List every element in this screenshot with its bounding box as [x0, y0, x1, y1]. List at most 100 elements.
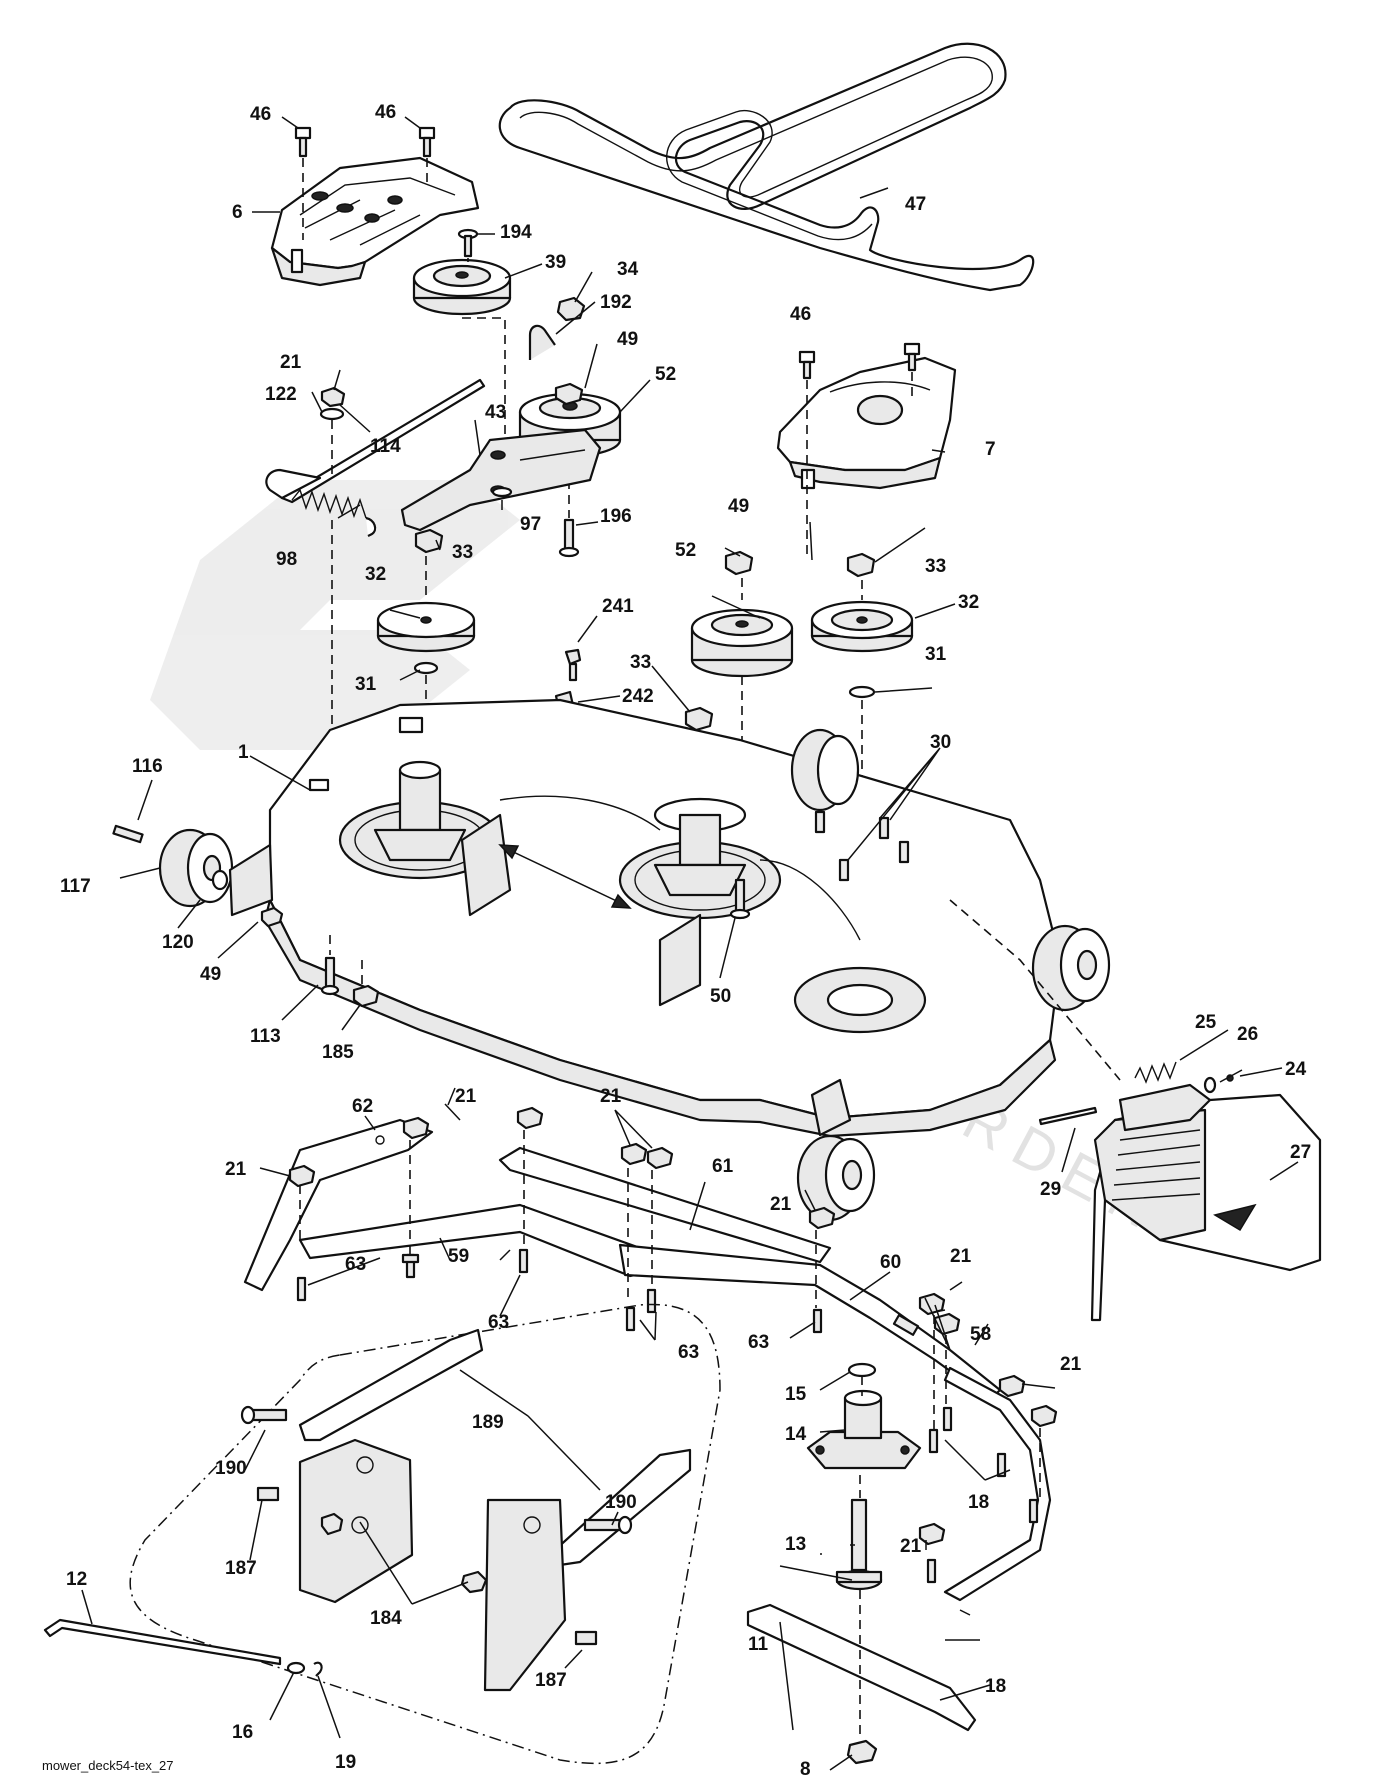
callout-8: 8: [800, 1759, 811, 1780]
callout-187-b: 187: [535, 1670, 567, 1691]
bolt-113: [320, 956, 340, 996]
nut-49-center: [724, 550, 754, 576]
lift-linkage-inset: [129, 1303, 721, 1765]
callout-46-b: 46: [375, 102, 396, 123]
bolt-241: [564, 648, 582, 682]
link-58: [943, 1366, 1052, 1602]
gauge-wheel-117: [158, 828, 234, 908]
discharge-chute-27: [1090, 1093, 1322, 1322]
callout-16: 16: [232, 1722, 253, 1743]
callout-242: 242: [622, 686, 654, 707]
callout-97: 97: [520, 514, 541, 535]
callout-194: 194: [500, 222, 532, 243]
nuts-21-links: [288, 1106, 1058, 1546]
washer-15: [847, 1362, 877, 1378]
callout-33-center: 33: [630, 652, 651, 673]
callout-52-upper: 52: [655, 364, 676, 385]
callout-21-b: 21: [455, 1086, 477, 1107]
callout-27: 27: [1290, 1142, 1311, 1163]
nut-49-wheel: [260, 906, 284, 928]
callout-114: 114: [370, 436, 401, 457]
gauge-wheel-front: [796, 1134, 876, 1222]
callout-32-right: 32: [958, 592, 979, 613]
callout-63-b: 63: [488, 1312, 509, 1333]
bolt-50: [729, 878, 751, 920]
pulley-cover-right: [776, 356, 957, 490]
pin-29: [1038, 1106, 1098, 1126]
callout-184: 184: [370, 1608, 402, 1629]
callout-11: 11: [748, 1634, 769, 1655]
washer-122: [319, 407, 345, 421]
bracket-192: [528, 324, 556, 360]
bolt-8: [846, 1739, 878, 1765]
nut-49-upper: [554, 382, 584, 406]
spindle-shaft-13: [835, 1498, 883, 1591]
callout-1: 1: [238, 742, 249, 763]
mower-deck-1: [263, 698, 1062, 1138]
callout-18-b: 18: [985, 1676, 1006, 1697]
bolt-194: [457, 228, 479, 258]
callout-192: 192: [600, 292, 632, 313]
callout-31-left: 31: [355, 674, 377, 695]
callout-117: 117: [60, 876, 91, 897]
callout-50: 50: [710, 986, 731, 1007]
callout-15: 15: [785, 1384, 807, 1405]
callout-58: 58: [970, 1324, 991, 1345]
drive-belt: [498, 42, 1035, 292]
callout-32-left: 32: [365, 564, 386, 585]
idler-pulley-39: [412, 258, 512, 316]
deck-bracket-front-left: [460, 813, 512, 917]
callout-21-e: 21: [770, 1194, 792, 1215]
callout-21-upper: 21: [280, 352, 302, 373]
washer-97: [491, 486, 513, 498]
nut-33-center: [684, 706, 714, 732]
link-62: [243, 1118, 434, 1292]
wheel-bracket-front: [810, 1078, 852, 1137]
callout-98: 98: [276, 549, 297, 570]
callout-185: 185: [322, 1042, 354, 1063]
callout-62: 62: [352, 1096, 373, 1117]
callout-60: 60: [880, 1252, 901, 1273]
bolt-46-a: [294, 126, 312, 158]
callout-49-center: 49: [728, 496, 749, 517]
callout-63-a: 63: [345, 1254, 366, 1275]
callout-46-a: 46: [250, 104, 271, 125]
bolts-30: [814, 810, 910, 882]
callout-21-c: 21: [225, 1159, 247, 1180]
callout-21-h: 21: [900, 1536, 922, 1557]
spring-98: [291, 488, 377, 537]
bolt-187-right: [574, 1630, 598, 1646]
callout-18-a: 18: [968, 1492, 989, 1513]
spindle-housing-14: [806, 1389, 922, 1470]
nut-33-left: [414, 528, 444, 554]
pulley-32-right: [810, 600, 914, 653]
bolt-190-right: [583, 1515, 633, 1535]
deck-bracket-front-right: [658, 913, 702, 1007]
idler-pulley-52-center: [690, 608, 794, 678]
washer-26: [1203, 1076, 1217, 1094]
spring-25: [1134, 1061, 1177, 1084]
callout-6: 6: [232, 202, 243, 223]
callout-25: 25: [1195, 1012, 1217, 1033]
bolt-187-left: [256, 1486, 280, 1502]
callout-43: 43: [485, 402, 506, 423]
callout-12: 12: [66, 1569, 87, 1590]
bolt-46-d: [903, 342, 921, 372]
bolt-116: [112, 824, 144, 844]
gauge-wheel-rear-right: [790, 728, 860, 812]
callout-190-a: 190: [215, 1458, 247, 1479]
washer-120: [211, 869, 229, 891]
callout-21-g: 21: [1060, 1354, 1082, 1375]
callout-189: 189: [472, 1412, 504, 1433]
nut-21-upper: [320, 386, 346, 408]
callout-21-d: 21: [600, 1086, 622, 1107]
callout-19: 19: [335, 1752, 356, 1773]
nut-184-b: [460, 1570, 488, 1594]
callout-39: 39: [545, 252, 566, 273]
callout-49-wheel: 49: [200, 964, 221, 985]
bolts-63: [296, 1248, 1039, 1584]
nut-185: [352, 984, 380, 1008]
callout-241: 241: [602, 596, 634, 617]
callout-14: 14: [785, 1424, 807, 1445]
callout-196: 196: [600, 506, 632, 527]
